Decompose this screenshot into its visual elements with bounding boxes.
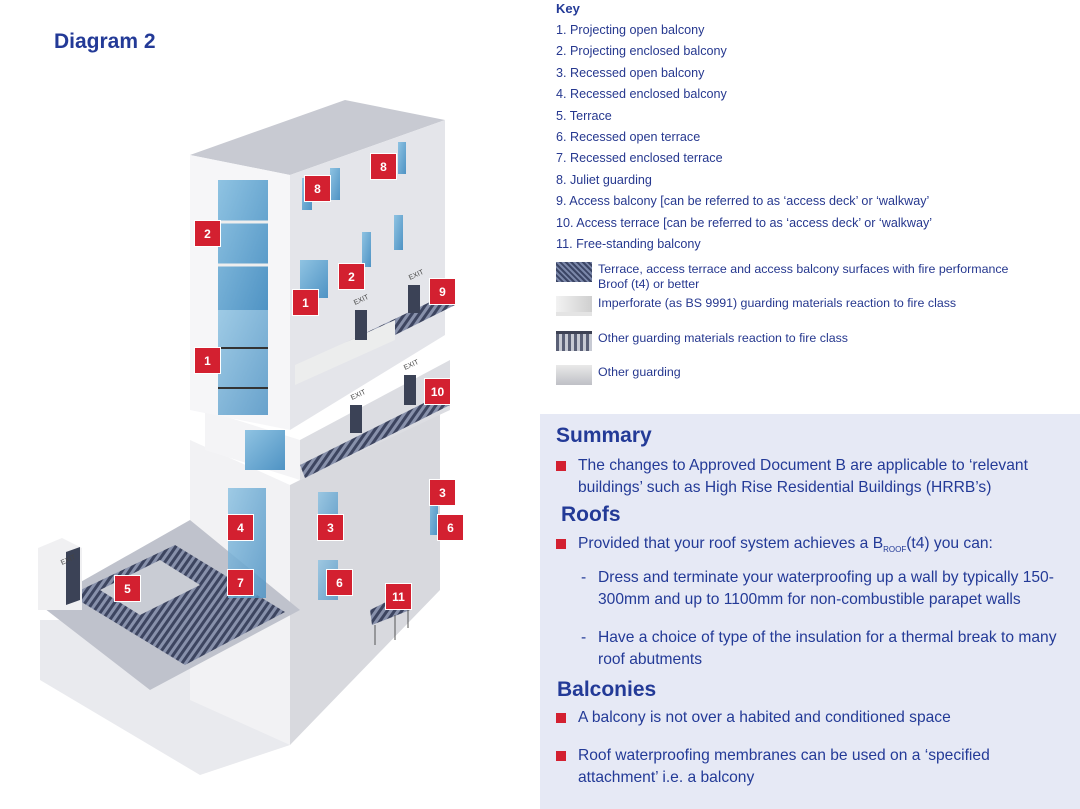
balconies-bullet: A balcony is not over a habited and cond… bbox=[556, 707, 1058, 729]
exit-sign-4: EXIT bbox=[403, 359, 421, 372]
callout-marker: 6 bbox=[438, 515, 463, 540]
callout-marker: 4 bbox=[228, 515, 253, 540]
bullet-square-icon bbox=[556, 461, 566, 471]
callout-marker: 6 bbox=[327, 570, 352, 595]
callout-marker: 3 bbox=[430, 480, 455, 505]
key-item: 3. Recessed open balcony bbox=[556, 65, 705, 80]
key-item: 11. Free-standing balcony bbox=[556, 236, 701, 251]
key-panel: Key 1. Projecting open balcony 2. Project… bbox=[556, 1, 1076, 255]
legend-imperforate: Imperforate (as BS 9991) guarding materi… bbox=[556, 296, 1038, 316]
roofs-bullet: Provided that your roof system achieves … bbox=[556, 533, 1058, 561]
callout-marker: 7 bbox=[228, 570, 253, 595]
projecting-balcony-slab bbox=[295, 320, 395, 385]
roofs-dash-item: - Dress and terminate your waterproofing… bbox=[581, 567, 1068, 611]
bullet-square-icon bbox=[556, 539, 566, 549]
key-item: 7. Recessed enclosed terrace bbox=[556, 151, 723, 166]
callout-marker: 2 bbox=[195, 221, 220, 246]
legend-text: Terrace, access terrace and access balco… bbox=[598, 262, 1009, 291]
legend-text: Other guarding bbox=[598, 365, 681, 379]
callout-marker: 5 bbox=[115, 576, 140, 601]
callout-marker: 1 bbox=[293, 290, 318, 315]
callout-marker: 8 bbox=[305, 176, 330, 201]
diagram-title: Diagram 2 bbox=[54, 30, 156, 53]
key-item: 5. Terrace bbox=[556, 108, 612, 123]
access-terrace-walkway bbox=[300, 390, 450, 478]
glazing-upper bbox=[218, 180, 268, 310]
glazing-lower bbox=[218, 310, 268, 415]
callout-marker: 10 bbox=[425, 379, 450, 404]
key-list: 1. Projecting open balcony 2. Projecting … bbox=[556, 20, 1076, 255]
bullet-square-icon bbox=[556, 713, 566, 723]
callout-marker: 9 bbox=[430, 279, 455, 304]
balconies-bullet: Roof waterproofing membranes can be used… bbox=[556, 745, 1018, 789]
info-panel bbox=[540, 414, 1080, 809]
balconies-heading: Balconies bbox=[557, 678, 657, 701]
dash-marker: - bbox=[581, 569, 587, 586]
other-guarding-swatch bbox=[556, 365, 592, 385]
bullet-square-icon bbox=[556, 751, 566, 761]
dash-text: Dress and terminate your waterproofing u… bbox=[598, 569, 1054, 608]
bullet-text: Roof waterproofing membranes can be used… bbox=[578, 747, 990, 786]
summary-heading: Summary bbox=[556, 424, 652, 447]
callout-marker: 8 bbox=[371, 154, 396, 179]
bullet-text: The changes to Approved Document B are a… bbox=[578, 457, 1028, 496]
legend-other-guarding: Other guarding bbox=[556, 365, 1038, 385]
legend-other-class: Other guarding materials reaction to fir… bbox=[556, 331, 1038, 351]
callout-marker: 1 bbox=[195, 348, 220, 373]
summary-bullet: The changes to Approved Document B are a… bbox=[556, 455, 1048, 499]
tower-top bbox=[190, 100, 445, 175]
building-illustration: EXIT EXIT EXIT EXIT EXIT bbox=[38, 100, 455, 775]
key-item: 6. Recessed open terrace bbox=[556, 129, 701, 144]
terrace-curve bbox=[100, 560, 200, 615]
bullet-text-end: (t4) you can: bbox=[906, 535, 993, 552]
key-item: 4. Recessed enclosed balcony bbox=[556, 87, 727, 102]
legend-text: Imperforate (as BS 9991) guarding materi… bbox=[598, 296, 957, 310]
key-title: Key bbox=[556, 1, 580, 16]
legend-fire-surface: Terrace, access terrace and access balco… bbox=[556, 262, 1038, 292]
fire-surface-swatch bbox=[556, 262, 592, 282]
roof-subscript: ROOF bbox=[883, 545, 907, 555]
key-item: 9. Access balcony [can be referred to as… bbox=[556, 194, 930, 209]
imperforate-swatch bbox=[556, 296, 592, 316]
key-item: 10. Access terrace [can be referred to a… bbox=[556, 215, 933, 230]
key-item: 8. Juliet guarding bbox=[556, 172, 652, 187]
exit-pillar-door bbox=[66, 547, 80, 605]
key-item: 1. Projecting open balcony bbox=[556, 23, 705, 37]
legend-text: Other guarding materials reaction to fir… bbox=[598, 331, 848, 345]
terrace-stripes bbox=[70, 545, 285, 665]
roofs-heading: Roofs bbox=[561, 503, 621, 526]
callout-marker: 2 bbox=[339, 264, 364, 289]
dash-text: Have a choice of type of the insulation … bbox=[598, 629, 1057, 668]
key-item: 2. Projecting enclosed balcony bbox=[556, 44, 727, 59]
other-class-swatch bbox=[556, 331, 592, 351]
bullet-text: A balcony is not over a habited and cond… bbox=[578, 709, 951, 726]
bullet-text: Provided that your roof system achieves … bbox=[578, 535, 884, 552]
dash-marker: - bbox=[581, 629, 587, 646]
callout-marker: 3 bbox=[318, 515, 343, 540]
roofs-dash-item: - Have a choice of type of the insulatio… bbox=[581, 627, 1068, 671]
callout-marker: 11 bbox=[386, 584, 411, 609]
